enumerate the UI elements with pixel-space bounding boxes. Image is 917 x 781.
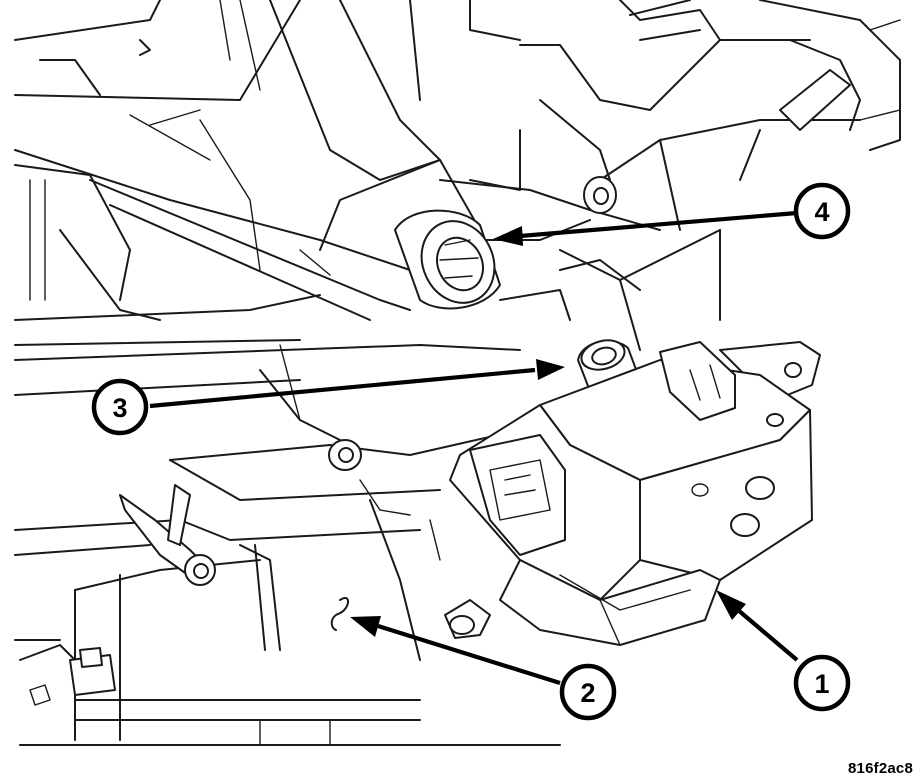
figure-reference-code: 816f2ac8 [848,760,913,777]
callout-1-label: 1 [814,669,829,699]
leader-line-1 [736,608,799,662]
callout-1: 1 [793,654,851,712]
callout-3-label: 3 [112,393,127,423]
arrowhead-1 [716,590,746,620]
callout-2-label: 2 [580,678,595,708]
callout-3: 3 [91,378,149,436]
arrowhead-2 [350,616,381,637]
leader-line-2 [377,623,561,686]
gear-adapter [394,209,501,310]
arrowhead-4 [493,226,523,246]
callout-2: 2 [559,663,617,721]
arrowhead-3 [536,359,565,380]
blend-door-actuator [444,341,821,646]
leader-lines [149,210,799,686]
leader-line-3 [149,367,536,409]
leader-line-4 [519,210,798,239]
callout-4-label: 4 [814,197,829,227]
hvac-housing [14,0,901,746]
callout-4: 4 [793,182,851,240]
